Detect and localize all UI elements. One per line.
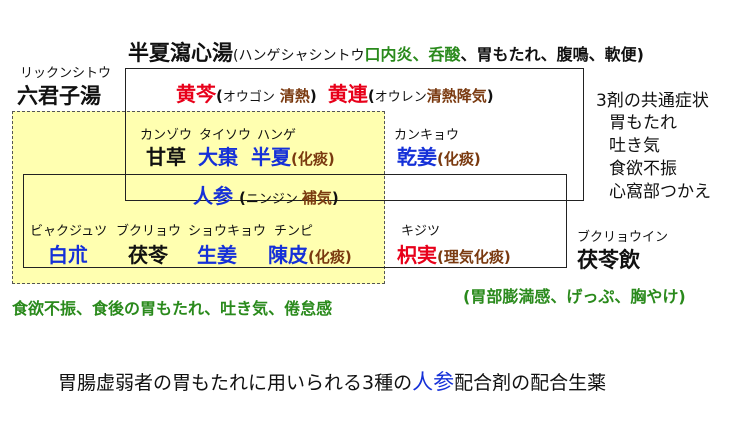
rikkunshito-name: 六君子湯 [17, 84, 101, 108]
common-symptom-item: 食欲不振 [609, 159, 677, 179]
hangeshashinto-box [125, 68, 584, 201]
herb-oren: 黄連 [327, 82, 368, 106]
caption-prefix: 胃腸虚弱者の胃もたれに用いられる3種の [58, 372, 413, 394]
herb-bukuryo: 茯苓 [128, 243, 168, 267]
herb-taiso: 大棗 [198, 145, 238, 169]
effect-katan: (化痰) [437, 150, 481, 168]
rikkunshito-effects: 食欲不振、食後の胃もたれ、吐き気、倦怠感 [12, 299, 333, 318]
effect-seinetsu: 清熱 [279, 87, 310, 105]
effect-riki-katan: (理気化痰) [437, 248, 511, 266]
hangeshashinto-effects: 、胃もたれ、腹鳴、軟便) [460, 45, 644, 64]
rikkunshito-region [12, 111, 385, 284]
herb-chinpi: 陳皮 [268, 243, 308, 267]
herb-kanzo: 甘草 [146, 145, 186, 169]
common-symptom-item: 心窩部つかえ [609, 182, 711, 202]
herb-ninjin-group: 人参(ニンジン補気) [193, 184, 339, 208]
reading-kanzo: カンゾウ [140, 128, 193, 143]
effect-katan: (化痰) [291, 150, 335, 168]
herb-ninjin: 人参 [193, 184, 233, 208]
herb-ogon: 黄芩 [176, 82, 216, 106]
hangeshashinto-reading: (ハンゲシャシントウ [233, 48, 365, 64]
effect-katan: (化痰) [308, 248, 352, 266]
bukuryoin-effects: (胃部膨満感、げっぷ、胸やけ) [463, 287, 686, 306]
bukuryoin-box [23, 174, 567, 268]
caption-highlight: 人参 [412, 370, 455, 394]
effect-seinetsu-koki: 清熱降気 [426, 87, 487, 105]
common-symptom-item: 胃もたれ [609, 113, 677, 133]
herb-kankyo: 乾姜 [397, 145, 437, 169]
reading-byakujutsu: ビャクジュツ [30, 224, 108, 239]
herb-chinpi-group: 陳皮(化痰) [268, 239, 352, 268]
caption-suffix: 配合剤の配合生薬 [454, 372, 607, 394]
herb-kijitsu-group: 枳実(理気化痰) [397, 239, 511, 268]
herb-hange-group: 半夏(化痰) [251, 141, 335, 170]
bukuryoin-name: 茯苓飲 [577, 248, 640, 272]
herb-shokyo: 生姜 [197, 243, 237, 267]
hangeshashinto-effects-highlight: 口内炎、呑酸 [364, 45, 461, 64]
reading-taiso: タイソウ [199, 128, 252, 143]
herb-kankyo-group: 乾姜(化痰) [397, 141, 481, 170]
reading-chinpi: チンピ [274, 224, 314, 239]
common-symptoms-title: 3剤の共通症状 [596, 91, 709, 111]
reading-kankyo: カンキョウ [394, 128, 460, 143]
common-symptom-item: 吐き気 [609, 136, 660, 156]
herb-kijitsu: 枳実 [397, 243, 437, 267]
herb-hange: 半夏 [251, 145, 291, 169]
reading-bukuryo: ブクリョウ [116, 224, 182, 239]
reading-shokyo: ショウキョウ [188, 224, 267, 239]
effect-hoki: 補気 [301, 189, 332, 207]
bukuryoin-reading: ブクリョウイン [577, 230, 669, 245]
diagram-caption: 胃腸虚弱者の胃もたれに用いられる3種の人参配合剤の配合生薬 [58, 366, 606, 396]
herb-byakujutsu: 白朮 [48, 243, 88, 267]
reading-hange: ハンゲ [257, 128, 297, 143]
hangeshashinto-label: 半夏瀉心湯(ハンゲシャシントウ口内炎、呑酸、胃もたれ、腹鳴、軟便) [128, 37, 644, 67]
reading-kijitsu: キジツ [401, 224, 441, 239]
hangeshashinto-name: 半夏瀉心湯 [128, 41, 233, 65]
rikkunshito-reading: リックンシトウ [20, 66, 112, 81]
herb-ogon-oren-row: 黄芩(オウゴン清熱) 黄連(オウレン清熱降気) [176, 82, 494, 106]
